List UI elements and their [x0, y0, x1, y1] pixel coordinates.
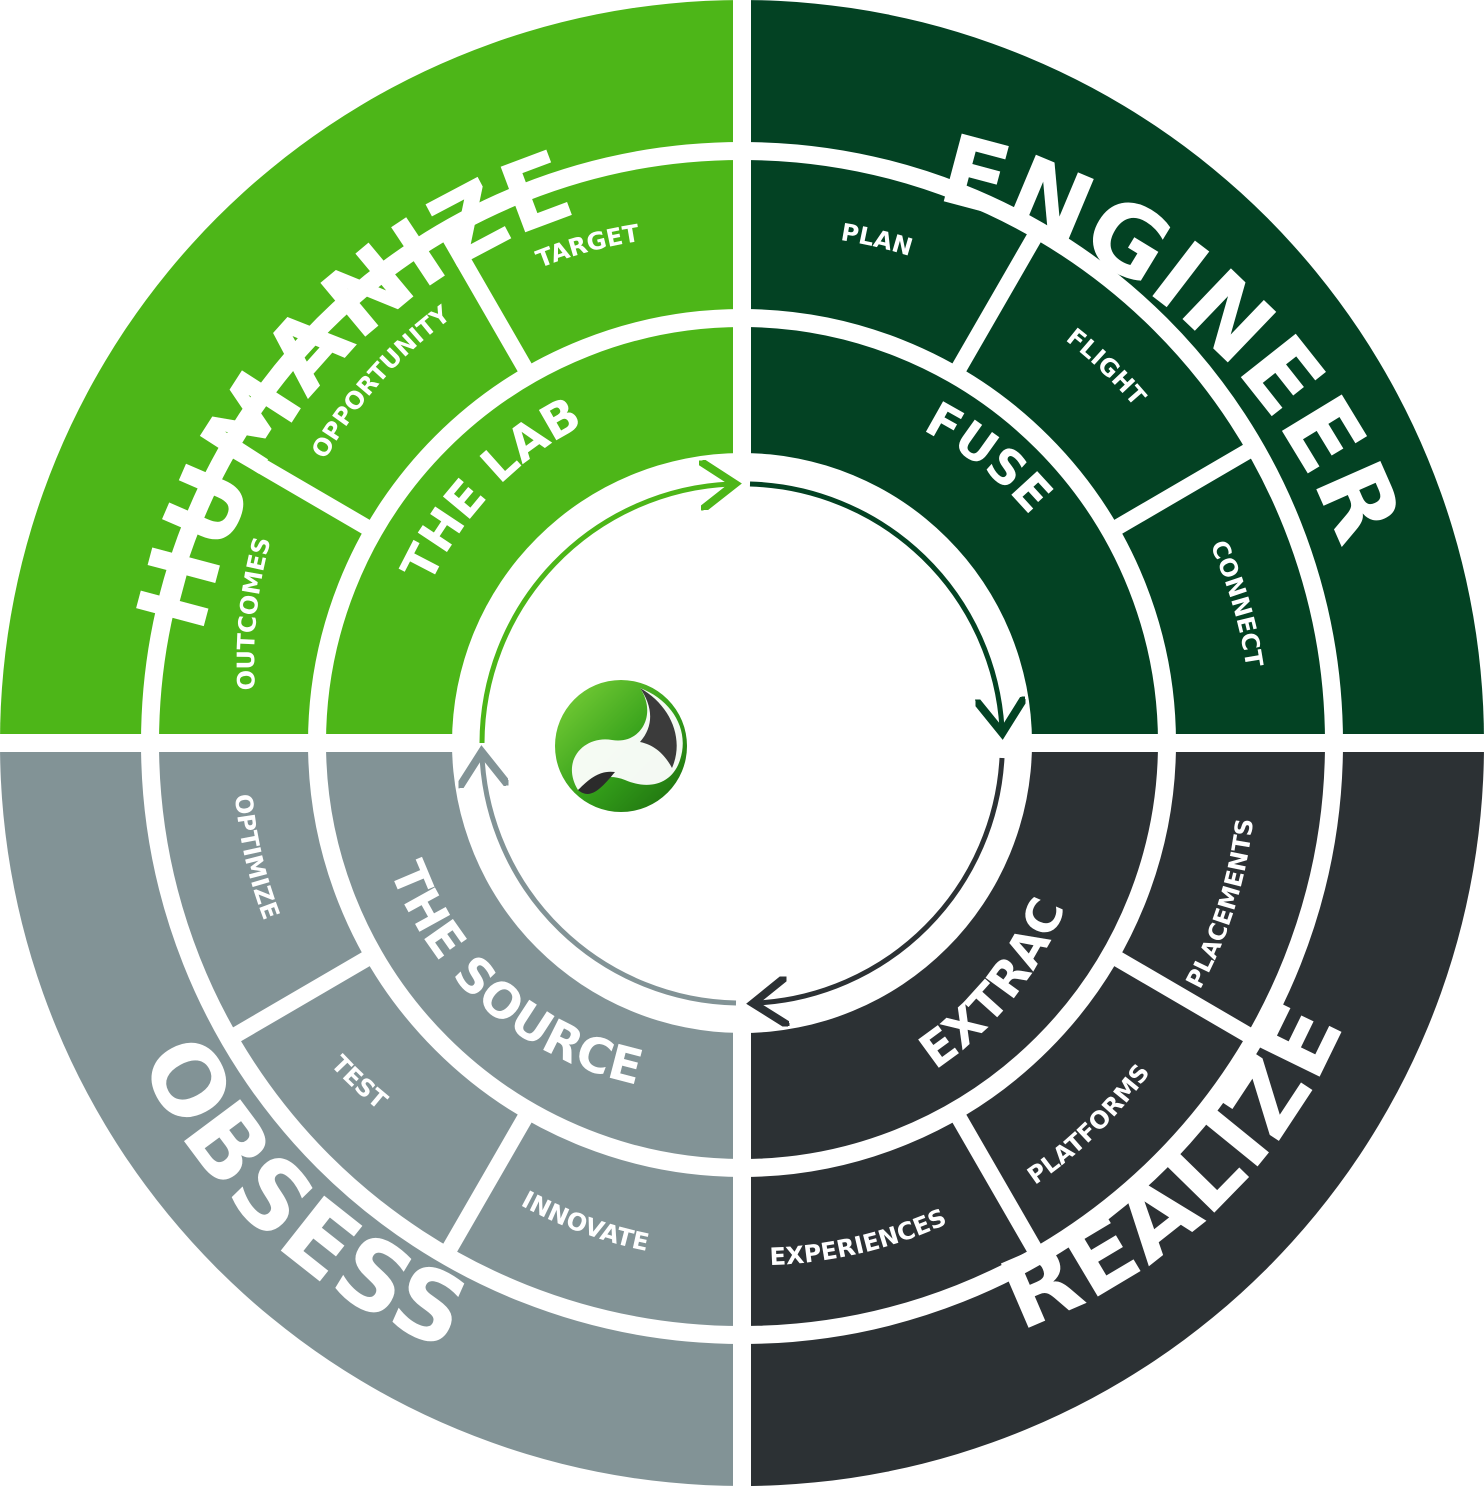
horizontal-divider [0, 734, 1484, 752]
segment-dividers [224, 227, 1260, 1259]
infinity-swirl-logo-icon [555, 680, 687, 812]
flow-arrow-realize [758, 757, 1005, 1003]
flow-arrow-engineer [749, 481, 1002, 728]
flow-arrow-humanize [479, 484, 730, 744]
flow-arrow-obsess [482, 757, 737, 1006]
